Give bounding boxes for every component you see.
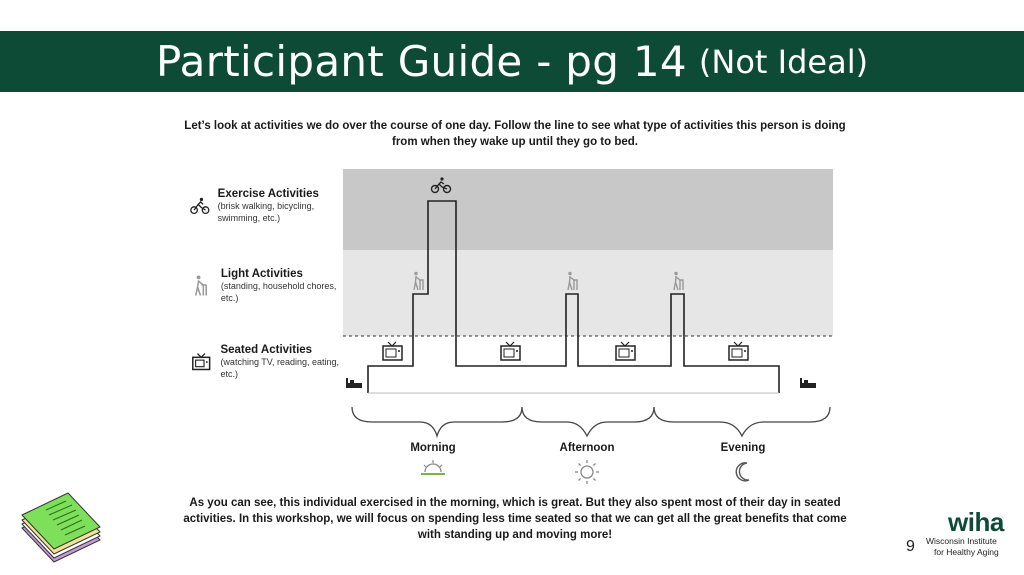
evening-brace	[653, 406, 831, 438]
wiha-logo: wiha Wisconsin Institute for Healthy Agi…	[926, 508, 1022, 558]
bed-icon-end	[800, 378, 816, 388]
book-icon	[21, 492, 101, 563]
seated-label: Seated Activities (watching TV, reading,…	[190, 344, 350, 380]
light-label: Light Activities (standing, household ch…	[190, 268, 350, 304]
sunrise-icon	[421, 460, 445, 475]
morning-label: Morning	[410, 442, 456, 454]
tv-icon-3	[615, 341, 636, 361]
evening-label: Evening	[720, 442, 766, 454]
light-description: (standing, household chores, etc.)	[220, 281, 337, 303]
walker-icon-3	[673, 271, 684, 291]
seated-title: Seated Activities	[220, 344, 313, 356]
activity-line	[367, 200, 780, 393]
bicycle-peak-icon	[430, 177, 452, 194]
walker-icon-2	[567, 271, 578, 291]
logo-wordmark: wiha	[948, 507, 1004, 537]
logo-line1: Wisconsin Institute	[926, 536, 997, 546]
afternoon-brace	[521, 406, 655, 438]
tv-icon-1	[382, 341, 403, 361]
bicycle-icon	[190, 197, 210, 215]
light-band	[343, 250, 833, 336]
tv-icon-2	[500, 341, 521, 361]
logo-line2: for Healthy Aging	[934, 547, 999, 557]
light-title: Light Activities	[220, 268, 303, 280]
page-number: 9	[906, 538, 915, 555]
walker-icon-1	[413, 271, 424, 291]
exercise-label: Exercise Activities (brisk walking, bicy…	[190, 188, 350, 224]
intro-text: Let’s look at activities we do over the …	[184, 120, 846, 148]
slide-title: Participant Guide - pg 14	[155, 37, 687, 86]
tv-icon	[192, 353, 211, 371]
tv-icon-4	[728, 341, 749, 361]
sun-icon	[575, 460, 599, 484]
seated-description: (watching TV, reading, eating, etc.)	[220, 357, 340, 379]
morning-brace	[351, 406, 523, 439]
exercise-description: (brisk walking, bicycling, swimming, etc…	[217, 201, 315, 223]
exercise-title: Exercise Activities	[217, 188, 319, 200]
title-bar: Participant Guide - pg 14 (Not Ideal)	[0, 31, 1024, 92]
walker-icon	[194, 275, 207, 296]
moon-icon	[735, 462, 750, 482]
outro-text: As you can see, this individual exercise…	[183, 497, 847, 541]
afternoon-label: Afternoon	[559, 442, 615, 454]
slide-title-suffix: (Not Ideal)	[698, 42, 869, 81]
exercise-band	[343, 169, 833, 250]
